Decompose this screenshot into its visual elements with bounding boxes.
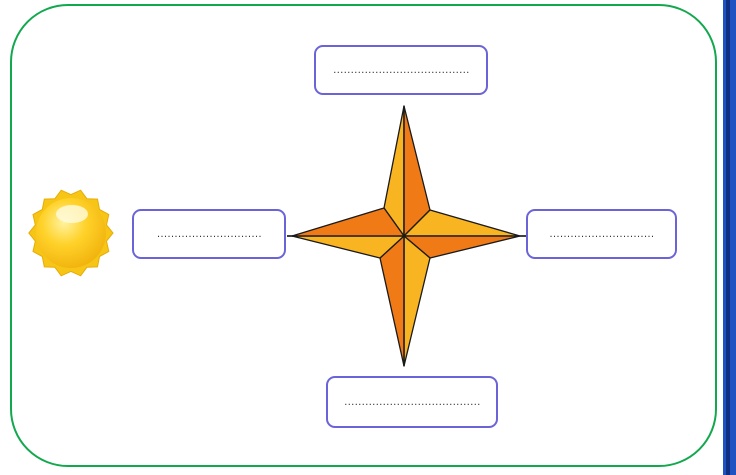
label-box-west[interactable]: …………………………	[132, 209, 286, 259]
label-north-text: …………………………………	[333, 65, 470, 76]
label-south-text: …………………………………	[344, 397, 481, 408]
label-box-north[interactable]: …………………………………	[314, 45, 488, 95]
sun-highlight	[56, 205, 88, 223]
label-east-text: …………………………	[549, 229, 654, 240]
label-box-east[interactable]: …………………………	[526, 209, 677, 259]
star-segment	[404, 236, 430, 366]
compass-star-icon	[292, 106, 520, 366]
label-west-text: …………………………	[157, 229, 262, 240]
label-box-south[interactable]: …………………………………	[326, 376, 498, 428]
star-segment	[292, 208, 404, 236]
sun-icon	[29, 190, 113, 276]
